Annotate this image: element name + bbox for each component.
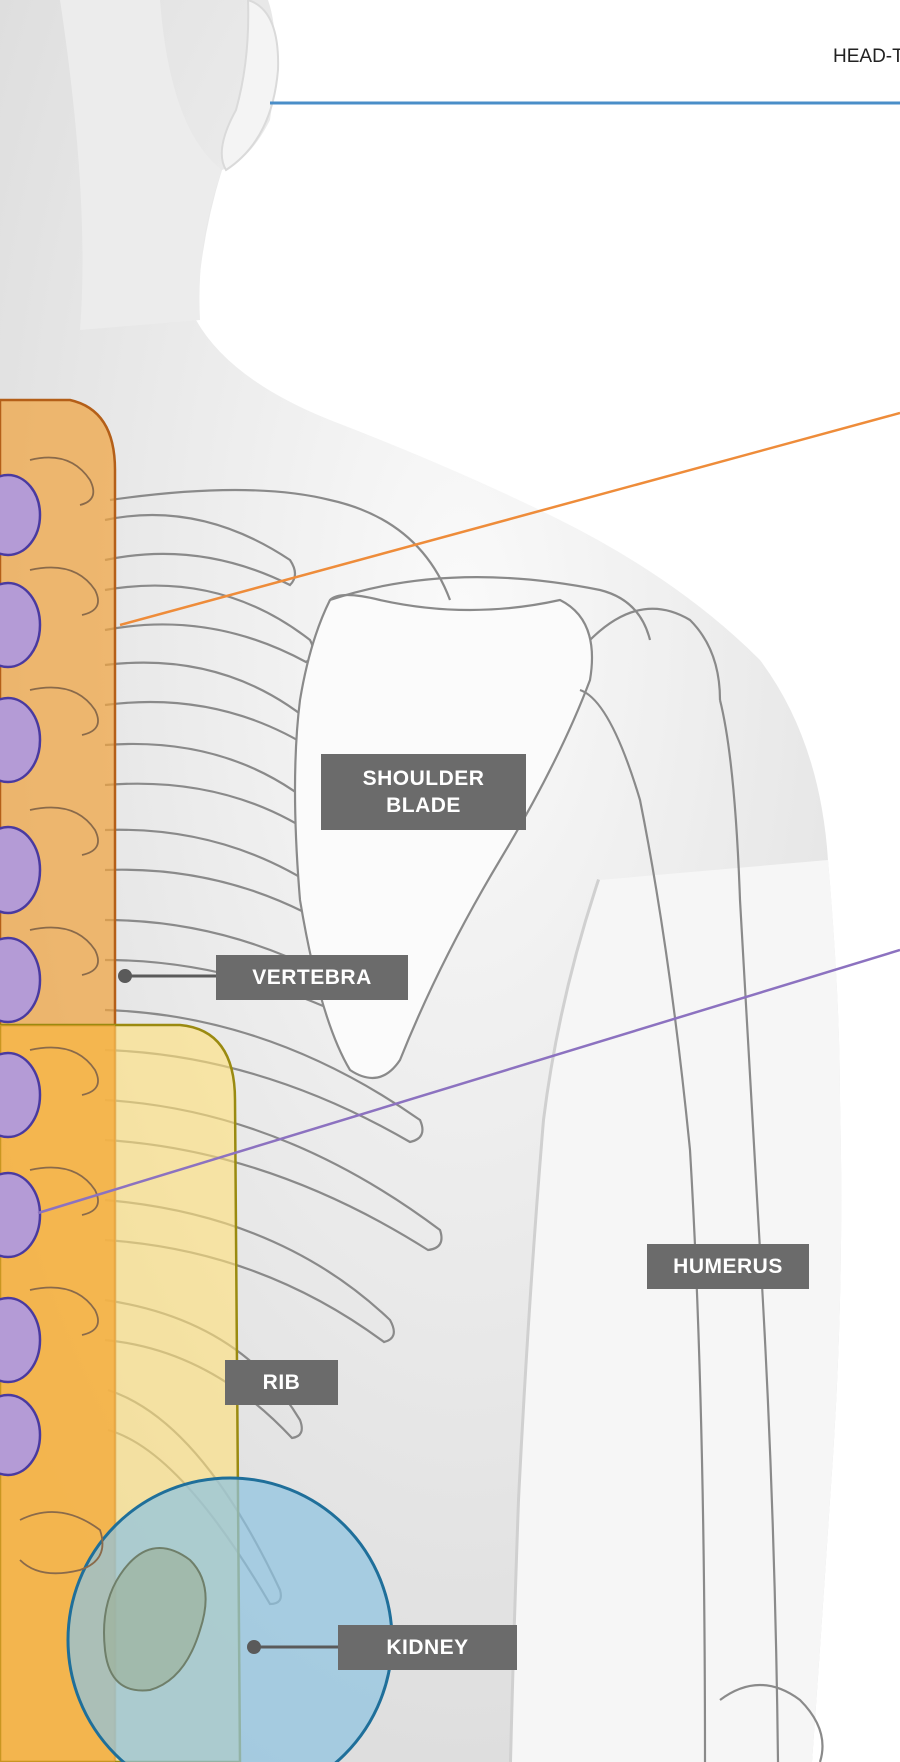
rib-label: RIB [225,1360,338,1405]
kidney-label: KIDNEY [338,1625,517,1670]
header-label: HEAD-T [833,46,900,68]
shoulder-blade-label-line2: BLADE [386,792,461,819]
humerus-label: HUMERUS [647,1244,809,1289]
kidney-leader-dot [247,1640,261,1654]
vertebra-label: VERTEBRA [216,955,408,1000]
shoulder-blade-label: SHOULDER BLADE [321,754,526,830]
vertebra-leader-dot [118,969,132,983]
vertebra-discs [0,475,40,1475]
shoulder-blade-label-line1: SHOULDER [363,765,485,792]
